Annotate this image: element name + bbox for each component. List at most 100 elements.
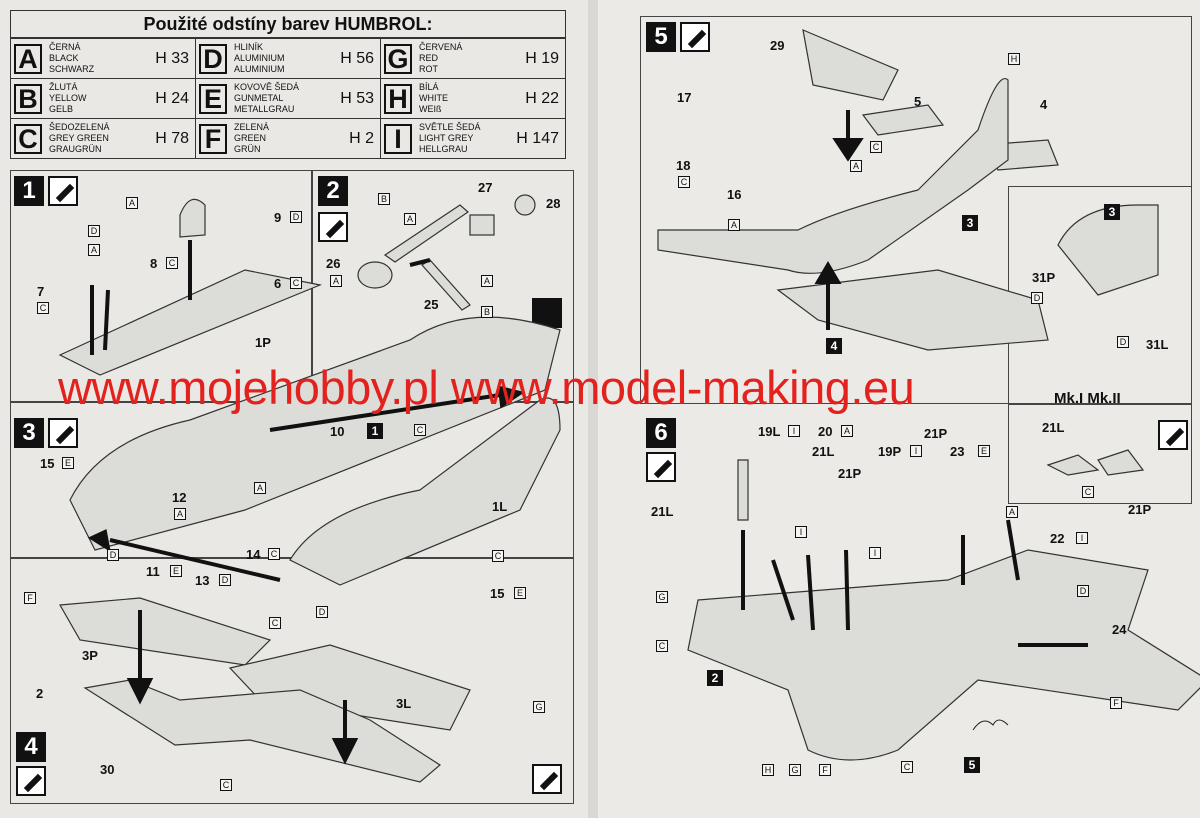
color-name-de: ALUMINIUM <box>234 64 285 74</box>
right-assembly-drawings <box>657 29 1200 761</box>
color-letter: H <box>384 83 412 114</box>
color-code-box: C <box>678 176 690 188</box>
part-number-label: 21L <box>812 444 835 459</box>
variant-frame-lower <box>1008 404 1192 504</box>
part-number-label: 19P <box>878 444 902 459</box>
color-name-en: YELLOW <box>49 93 87 103</box>
variant-label: Mk.I Mk.II <box>1054 390 1121 407</box>
part-number-label: 12 <box>172 490 187 505</box>
part-number-label: 20 <box>818 424 833 439</box>
part-number-label: 5 <box>914 94 922 109</box>
step-reference-badge: 1 <box>367 423 383 439</box>
color-name-de: WEIß <box>419 104 442 114</box>
color-code-box: C <box>269 617 281 629</box>
step-reference-badge: 5 <box>964 757 980 773</box>
left-assembly-drawings <box>58 194 561 783</box>
part-number-label: 24 <box>1112 622 1127 637</box>
part-number-label: 31L <box>1146 337 1169 352</box>
color-name-de: METALLGRAU <box>234 104 295 114</box>
color-name-de: GELB <box>49 104 74 114</box>
color-code-box: C <box>166 257 178 269</box>
part-number-label: 14 <box>246 547 261 562</box>
color-code-box: H <box>1008 53 1020 65</box>
color-letter: G <box>384 43 412 74</box>
color-name-de: GRÜN <box>234 144 261 154</box>
color-code-box: D <box>1031 292 1043 304</box>
color-code-box: D <box>1077 585 1089 597</box>
color-code-box: D <box>290 211 302 223</box>
color-code-box: A <box>254 482 266 494</box>
humbrol-code: H 24 <box>155 89 189 107</box>
color-name-en: ALUMINIUM <box>234 53 285 63</box>
paint-brush-icon <box>318 212 348 242</box>
part-number-label: 21L <box>1042 420 1065 435</box>
part-number-label: 22 <box>1050 531 1065 546</box>
step-reference-badge: 3 <box>962 215 978 231</box>
color-name-en: LIGHT GREY <box>419 133 474 143</box>
part-number-label: 21P <box>924 426 948 441</box>
humbrol-code: H 56 <box>340 49 374 67</box>
humbrol-code: H 147 <box>516 129 559 147</box>
color-code-box: F <box>24 592 36 604</box>
paint-brush-icon <box>48 418 78 448</box>
part-number-label: 19L <box>758 424 781 439</box>
color-name-en: GREY GREEN <box>49 133 109 143</box>
color-code-box: F <box>1110 697 1122 709</box>
step-3-number: 3 <box>14 418 44 448</box>
color-code-box: A <box>841 425 853 437</box>
color-code-box: E <box>514 587 526 599</box>
paint-brush-icon <box>48 176 78 206</box>
color-code-box: A <box>1006 506 1018 518</box>
color-code-box: C <box>656 640 668 652</box>
humbrol-code: H 2 <box>349 129 374 147</box>
color-code-box: A <box>174 508 186 520</box>
color-name-cz: SVĚTLE ŠEDÁ <box>419 122 481 132</box>
humbrol-code: H 33 <box>155 49 189 67</box>
color-letter: C <box>14 123 42 154</box>
color-code-box: A <box>850 160 862 172</box>
color-code-box: A <box>330 275 342 287</box>
part-number-label: 3P <box>82 648 98 663</box>
color-name-en: BLACK <box>49 53 79 63</box>
part-number-label: 26 <box>326 256 341 271</box>
color-code-box: C <box>414 424 426 436</box>
color-letter: B <box>14 83 42 114</box>
part-number-label: 21P <box>838 466 862 481</box>
color-name-de: SCHWARZ <box>49 64 95 74</box>
color-code-box: G <box>789 764 801 776</box>
paint-bottle-icon <box>532 764 562 794</box>
color-code-box: I <box>910 445 922 457</box>
part-number-label: 9 <box>274 210 282 225</box>
step-reference-badge: 2 <box>707 670 723 686</box>
watermark: www.mojehobby.pl www.model-making.eu <box>58 361 915 414</box>
color-code-box: C <box>268 548 280 560</box>
color-code-box: E <box>170 565 182 577</box>
humbrol-code: H 19 <box>525 49 559 67</box>
part-number-label: 13 <box>195 573 210 588</box>
color-code-box: C <box>1082 486 1094 498</box>
color-name-cz: BÍLÁ <box>419 82 439 92</box>
color-code-box: B <box>378 193 390 205</box>
part-number-label: 7 <box>37 284 45 299</box>
step-reference-badge: 4 <box>826 338 842 354</box>
color-table-title: Použité odstíny barev HUMBROL: <box>10 10 566 38</box>
color-name-de: ROT <box>419 64 438 74</box>
color-name-en: RED <box>419 53 439 63</box>
part-number-label: 3L <box>396 696 412 711</box>
paint-brush-icon <box>680 22 710 52</box>
humbrol-code: H 78 <box>155 129 189 147</box>
color-code-box: I <box>788 425 800 437</box>
part-number-label: 31P <box>1032 270 1056 285</box>
